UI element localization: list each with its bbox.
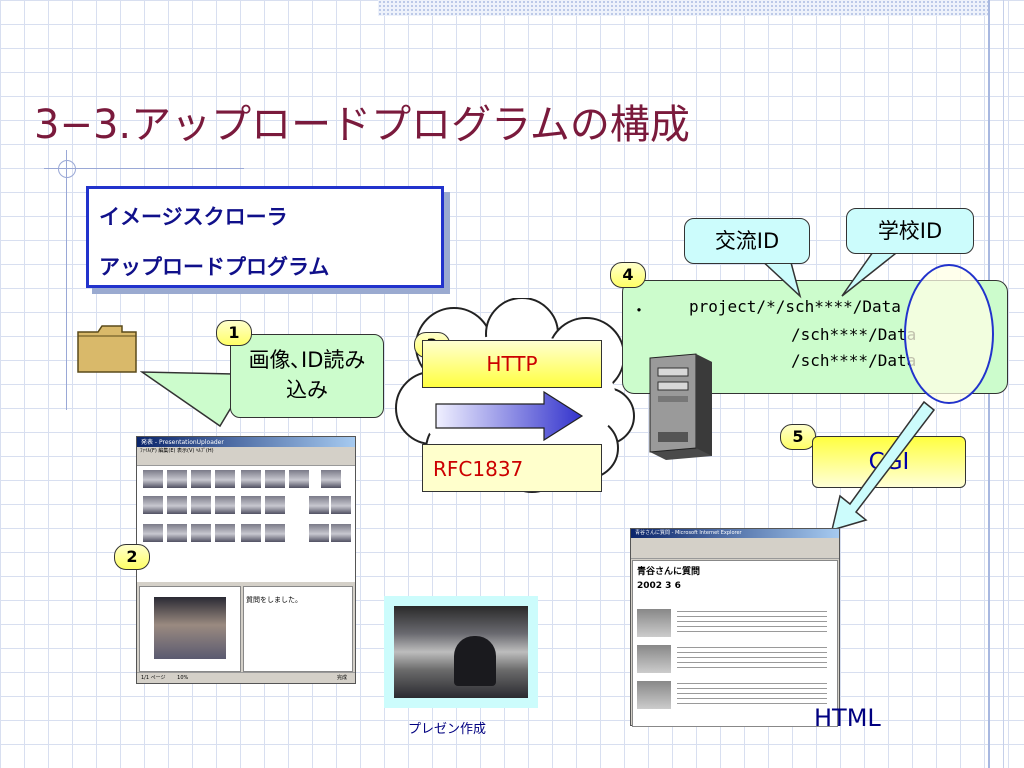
- rfc-label: RFC1837: [433, 457, 524, 481]
- school-id-callout: 学校ID: [846, 208, 974, 254]
- uploader-status-mid: 10%: [177, 675, 189, 681]
- uploader-window: 発表 - PresentationUploader ﾌｧｲﾙ(F) 編集(E) …: [136, 436, 356, 684]
- uploader-toolbar: [137, 455, 355, 466]
- uploader-status-left: 1/1 ページ: [141, 675, 166, 681]
- browser-page: 青谷さんに質問 2002 3 6: [632, 560, 838, 727]
- path-line-3: /sch****/Data: [791, 351, 917, 370]
- header-dot-band: [378, 0, 988, 16]
- thumbnail-grid: [137, 466, 355, 582]
- step-5-badge: 5: [780, 424, 816, 450]
- exchange-id-callout: 交流ID: [684, 218, 810, 264]
- program-name-line1: イメージスクローラ: [99, 205, 288, 229]
- rfc-protocol-box: RFC1837: [422, 444, 602, 492]
- uploader-status-right: 完成: [336, 675, 347, 681]
- html-label: HTML: [814, 704, 881, 732]
- server-icon: [640, 352, 720, 462]
- path-line-2: /sch****/Data: [791, 325, 917, 344]
- read-image-id-text: 画像､ID読み込み: [248, 348, 366, 402]
- uploader-menu[interactable]: ﾌｧｲﾙ(F) 編集(E) 表示(V) ﾍﾙﾌﾟ(H): [140, 448, 214, 454]
- title-ornament-circle: [58, 160, 76, 178]
- path-line-1: project/*/sch****/Data: [689, 297, 901, 316]
- uploader-title: 発表 - PresentationUploader: [141, 439, 224, 446]
- http-protocol-box: HTTP: [422, 340, 602, 388]
- browser-page-date: 2002 3 6: [637, 581, 681, 591]
- html-browser-window: 青谷さんに質問 - Microsoft Internet Explorer 青谷…: [630, 528, 840, 727]
- browser-title: 青谷さんに質問 - Microsoft Internet Explorer: [635, 530, 742, 536]
- highlight-ellipse: [904, 264, 994, 404]
- presentation-photo: [384, 596, 538, 708]
- title-underline: [44, 168, 244, 169]
- folder-icon: [76, 322, 138, 374]
- step-1-badge: 1: [216, 320, 252, 346]
- slide-title: 3−3.アップロードプログラムの構成: [34, 102, 690, 148]
- transfer-arrow: [434, 390, 584, 442]
- read-image-id-callout: 画像､ID読み込み: [230, 334, 384, 418]
- http-label: HTTP: [486, 352, 538, 376]
- browser-toolbar: [631, 538, 839, 559]
- browser-page-heading: 青谷さんに質問: [637, 567, 701, 577]
- school-id-label: 学校ID: [877, 219, 943, 243]
- browser-titlebar: 青谷さんに質問 - Microsoft Internet Explorer: [631, 529, 839, 538]
- cgi-to-html-arrow: [826, 400, 936, 534]
- program-name-line2: アップロードプログラム: [99, 255, 330, 279]
- presentation-caption: プレゼン作成: [408, 722, 487, 737]
- program-name-box: イメージスクローラ アップロードプログラム: [86, 186, 444, 288]
- uploader-message-pane[interactable]: 質問をしました。: [243, 586, 353, 672]
- uploader-statusbar: 1/1 ページ 10% 完成: [137, 672, 355, 683]
- exchange-id-label: 交流ID: [714, 229, 780, 253]
- uploader-message: 質問をしました。: [246, 596, 302, 604]
- title-ornament-line: [66, 150, 67, 410]
- step-4-badge: 4: [610, 262, 646, 288]
- uploader-titlebar: 発表 - PresentationUploader: [137, 437, 355, 447]
- step-2-badge: 2: [114, 544, 150, 570]
- path-bullet: ・: [631, 301, 648, 320]
- uploader-lower-pane: 質問をしました。: [137, 582, 355, 672]
- uploader-preview: [139, 586, 241, 672]
